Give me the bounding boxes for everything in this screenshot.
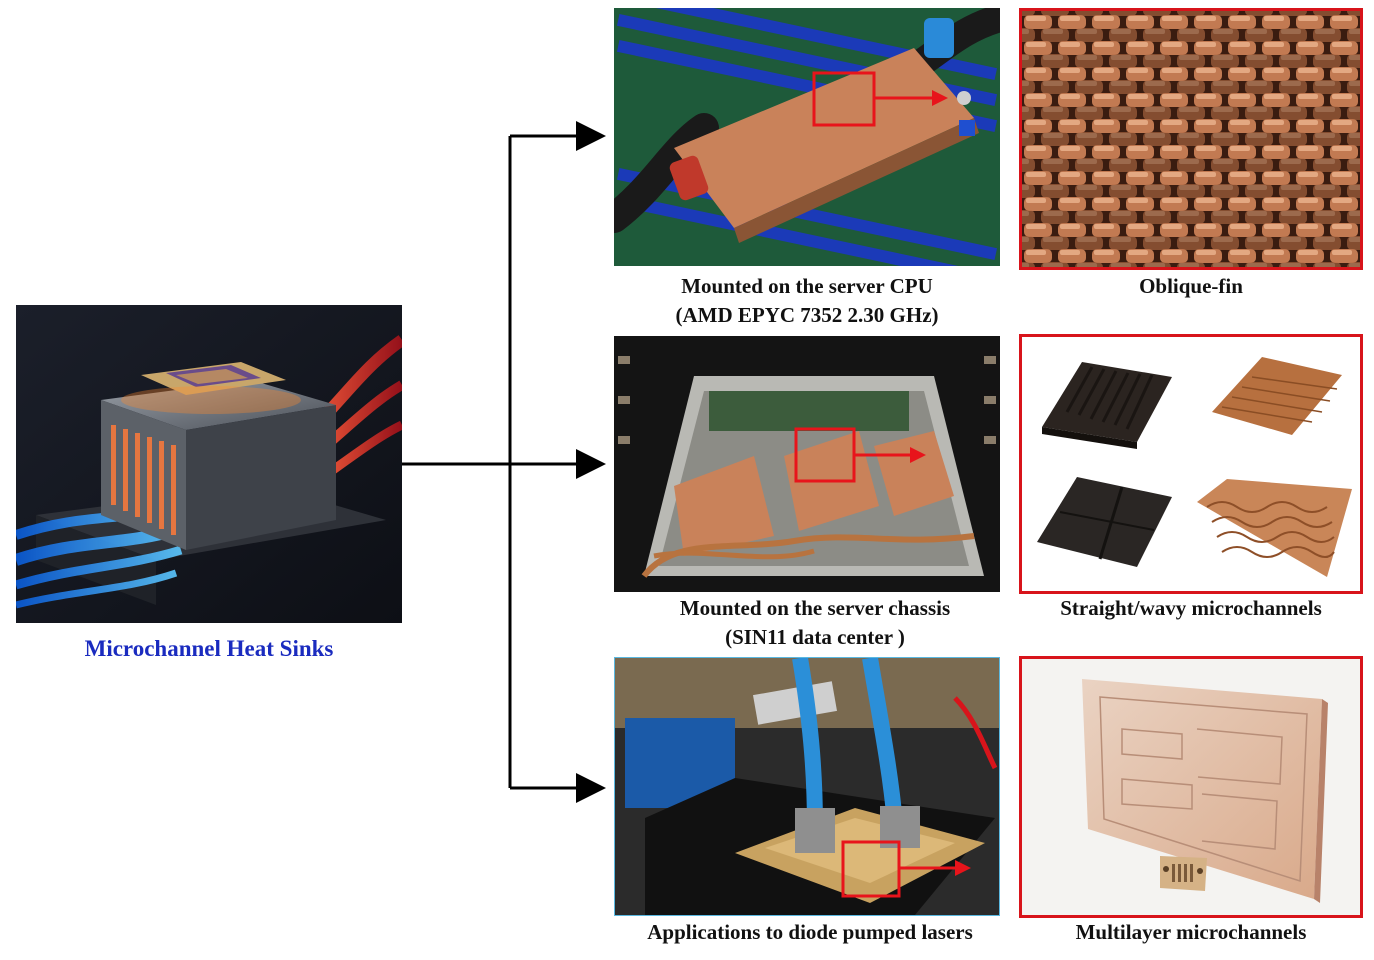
oblique-fin-icon <box>1019 8 1363 270</box>
cpu-caption: Mounted on the server CPU (AMD EPYC 7352… <box>614 272 1000 330</box>
chassis-caption-line2: (SIN11 data center ) <box>725 625 905 649</box>
chassis-caption: Mounted on the server chassis (SIN11 dat… <box>614 594 1016 652</box>
laser-caption: Applications to diode pumped lasers <box>647 920 973 944</box>
oblique-fin-caption: Oblique-fin <box>1139 274 1243 298</box>
cpu-caption-line2: (AMD EPYC 7352 2.30 GHz) <box>675 303 939 327</box>
multilayer-microchannel-icon <box>1019 656 1363 918</box>
chassis-caption-line1: Mounted on the server chassis <box>679 596 951 620</box>
server-cpu-photo-icon <box>614 8 1000 266</box>
straight-wavy-caption: Straight/wavy microchannels <box>1060 596 1322 620</box>
straight-wavy-plates-icon <box>1019 334 1363 594</box>
cpu-caption-line1: Mounted on the server CPU <box>681 274 933 298</box>
main-caption: Microchannel Heat Sinks <box>84 636 334 661</box>
diode-laser-photo-icon <box>614 657 1000 916</box>
server-chassis-photo-icon <box>614 336 1000 592</box>
multilayer-caption: Multilayer microchannels <box>1075 920 1307 944</box>
heat-sink-render-icon <box>16 305 402 623</box>
